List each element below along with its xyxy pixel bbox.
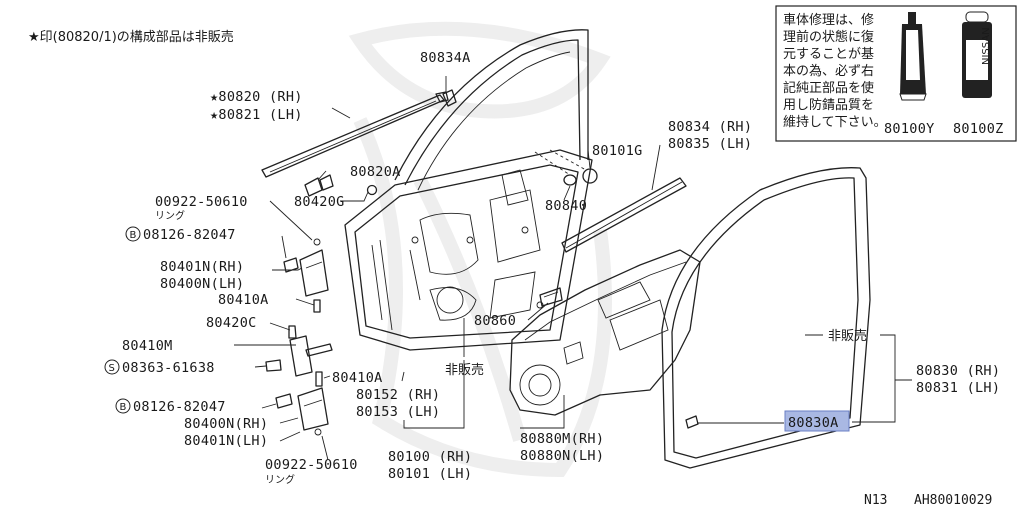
watermark-emblem [348, 21, 612, 478]
label-00922-bottom: 00922-50610 [265, 457, 358, 473]
label-08126-top: B 08126-82047 [125, 226, 236, 243]
info-line-3: 元することが基 [783, 47, 874, 62]
window-moulding-80820 [261, 89, 457, 178]
clip-80820A [304, 174, 334, 197]
leader-lines [234, 76, 912, 461]
sealant-tube-icon [899, 12, 927, 101]
label-80101-lh: 80101 (LH) [388, 466, 472, 482]
bolt-symbol-B-top [125, 226, 141, 242]
door-shell-80100 [344, 29, 593, 351]
label-80860: 80860 [474, 313, 516, 329]
bolt-symbol-B-bottom-letter: B [120, 402, 127, 413]
ring-00922-top [313, 238, 321, 246]
handle-escutcheon-80860 [539, 287, 563, 307]
label-08126-top-text: 08126-82047 [143, 227, 236, 243]
label-00922-top: 00922-50610 [155, 194, 248, 210]
label-80401N-lh: 80401N(LH) [184, 433, 268, 449]
clip-80101G [582, 168, 598, 184]
ring-00922-bottom [314, 428, 322, 436]
label-80101G: 80101G [592, 143, 643, 159]
highlight-box-80830A [784, 410, 850, 432]
label-ring-bottom: リング [265, 473, 295, 486]
label-80834-rh: 80834 (RH) [668, 119, 752, 135]
label-80153-lh: 80153 (LH) [356, 404, 440, 420]
info-line-4: 本の為、必ず右 [783, 63, 874, 79]
label-08126-bottom: B 08126-82047 [115, 398, 226, 415]
header-note: ★印(80820/1)の構成部品は非販売 [28, 29, 234, 45]
label-80820A: 80820A [350, 164, 401, 180]
label-80401N-rh: 80401N(RH) [160, 259, 244, 275]
label-80835-lh: 80835 (LH) [668, 136, 752, 152]
label-80834A: 80834A [420, 50, 471, 66]
label-80100-rh: 80100 (RH) [388, 449, 472, 465]
grommet-80840 [563, 174, 577, 186]
info-box: 車体修理は、修 理前の状態に復 元することが基 本の為、必ず右 記純正部品を使 … [775, 5, 1017, 142]
label-80400N-lh: 80400N(LH) [160, 276, 244, 292]
middle-check-link [265, 325, 333, 377]
screw-symbol-S [104, 359, 120, 375]
label-80830A: 80830A [788, 415, 839, 431]
info-line-1: 車体修理は、修 [783, 13, 874, 28]
label-80410A-top: 80410A [218, 292, 269, 308]
clip-80830A-part [685, 415, 699, 429]
info-line-7: 維持して下さい。 [783, 115, 887, 130]
bolt-symbol-B-top-letter: B [130, 230, 137, 241]
label-80410M: 80410M [122, 338, 173, 354]
info-line-5: 記純正部品を使 [783, 80, 874, 96]
can-brand-label: NISSAN [981, 27, 992, 65]
label-08126-bottom-text: 08126-82047 [133, 399, 226, 415]
label-08363: S 08363-61638 [104, 359, 215, 376]
dashed-guide-lines [534, 149, 587, 176]
label-80840: 80840 [545, 198, 587, 214]
label-80821-lh: ★80821 (LH) [210, 107, 303, 123]
label-80410A-mid: 80410A [332, 370, 383, 386]
label-80152-rh: 80152 (RH) [356, 387, 440, 403]
label-not-sold-right: 非販売 [828, 328, 867, 344]
label-80830-rh: 80830 (RH) [916, 363, 1000, 379]
fastener-80420G [366, 184, 378, 196]
label-80820-rh: ★80820 (RH) [210, 89, 303, 105]
info-line-6: 用し防錆品質を [783, 97, 874, 113]
label-80400N-rh: 80400N(RH) [184, 416, 268, 432]
sash-seal-80834 [561, 177, 687, 253]
label-not-sold-mid: 非販売 [445, 362, 484, 378]
upper-hinge-assembly [283, 238, 329, 313]
can-part-code: 80100Z [953, 121, 1004, 137]
info-line-2: 理前の状態に復 [783, 29, 874, 45]
door-trim-panel-80880 [509, 249, 701, 416]
lower-hinge-assembly [275, 371, 329, 436]
label-80831-lh: 80831 (LH) [916, 380, 1000, 396]
tube-part-code: 80100Y [884, 121, 935, 137]
spray-can-icon: NISSAN [962, 11, 992, 98]
label-80880M-rh: 80880M(RH) [520, 431, 604, 447]
label-ring-top: リング [155, 209, 185, 222]
label-08363-text: 08363-61638 [122, 360, 215, 376]
label-80420C: 80420C [206, 315, 257, 331]
label-80420G: 80420G [294, 194, 345, 210]
footer-code: AH80010029 [914, 493, 992, 508]
sash-seal-inner-line [565, 181, 683, 249]
bolt-symbol-B-bottom [115, 398, 131, 414]
footer-page: N13 [864, 493, 887, 508]
info-box-frame [775, 5, 1017, 142]
door-weatherstrip-80830 [661, 167, 871, 469]
screw-symbol-S-letter: S [109, 363, 115, 374]
label-80880N-lh: 80880N(LH) [520, 448, 604, 464]
label-80830A-highlighted[interactable]: 80830A [784, 410, 850, 432]
